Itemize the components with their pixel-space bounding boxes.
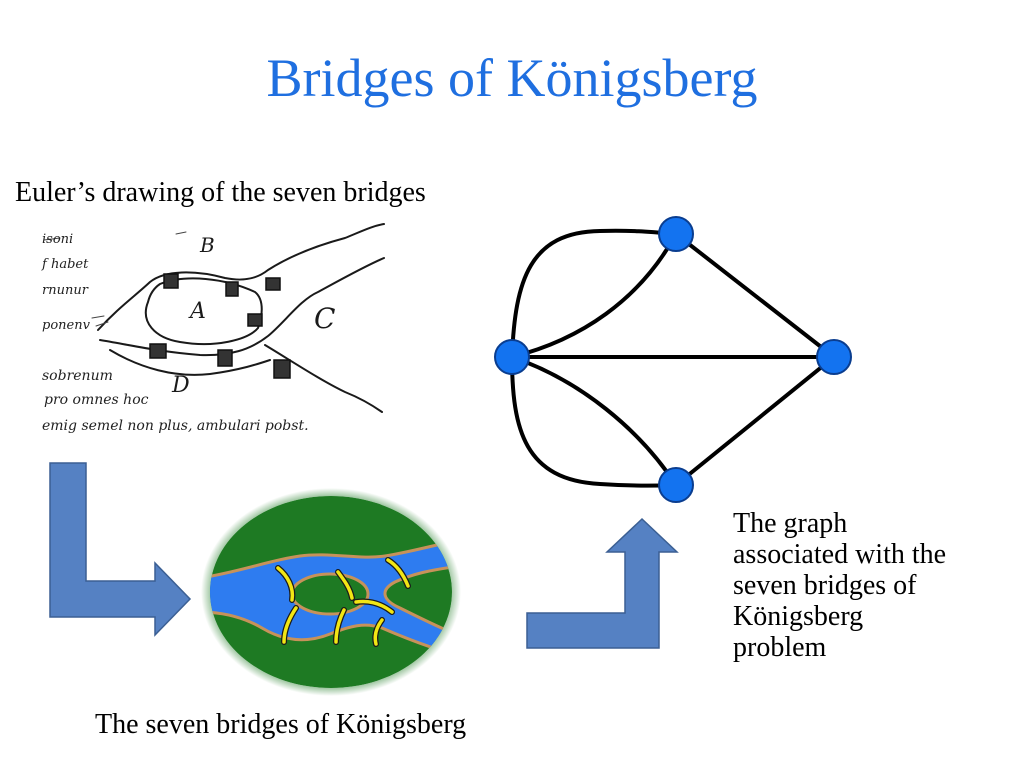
sketch-label-d: D	[171, 373, 190, 398]
slide-title: Bridges of Königsberg	[266, 48, 758, 108]
graph-edge	[674, 232, 836, 359]
river-map	[201, 488, 461, 696]
graph-node	[816, 339, 852, 375]
sketch-handwriting: isoni f habet rnunur ponenv sobrenum pro…	[41, 232, 309, 434]
sketch-bridges	[149, 273, 291, 379]
sketch-text-line: sobrenum	[42, 368, 113, 384]
sketch-river-south-bank	[109, 349, 271, 376]
graph-node	[658, 467, 694, 503]
graph-edge	[510, 355, 678, 487]
graph-caption-line: seven bridges of	[733, 570, 917, 601]
graph-edge	[510, 232, 678, 359]
sketch-river-bank-upper	[97, 223, 385, 331]
river-map-caption: The seven bridges of Königsberg	[95, 709, 467, 740]
graph-edge	[510, 228, 678, 359]
sketch-text-line: isoni	[42, 232, 73, 247]
euler-sketch	[43, 223, 385, 413]
river-island	[290, 572, 370, 616]
sketch-text-line: rnunur	[42, 283, 89, 298]
sketch-river-east-branch	[264, 344, 383, 413]
sketch-text-line: pro omnes hoc	[44, 392, 149, 408]
graph-nodes	[494, 216, 852, 503]
graph-caption-line: Königsberg	[733, 601, 864, 632]
graph-edge	[510, 355, 678, 488]
sketch-label-c: C	[314, 302, 335, 335]
river-bridges-highlight	[276, 558, 410, 646]
sketch-river-bank-lower	[99, 257, 385, 357]
bent-arrow-icon	[526, 517, 679, 649]
graph-edge	[674, 355, 836, 487]
graph-caption-line: The graph	[733, 508, 848, 539]
graph-caption: The graph associated with the seven brid…	[733, 508, 1003, 663]
graph-node	[658, 216, 694, 252]
sketch-label-b: B	[199, 233, 215, 257]
sketch-text-line: ponenv	[42, 318, 91, 333]
sketch-region-labels: B A C D	[171, 233, 335, 398]
sketch-text-line: emig semel non plus, ambulari pobst.	[42, 418, 309, 434]
konigsberg-graph	[510, 228, 836, 488]
graph-caption-line: associated with the	[733, 539, 947, 570]
euler-drawing-caption: Euler’s drawing of the seven bridges	[15, 177, 426, 208]
sketch-hatching	[43, 231, 187, 327]
bent-arrow-icon	[49, 462, 192, 637]
sketch-label-a: A	[188, 299, 206, 324]
graph-caption-line: problem	[733, 632, 827, 663]
graph-node	[494, 339, 530, 375]
sketch-text-line: f habet	[41, 257, 89, 272]
